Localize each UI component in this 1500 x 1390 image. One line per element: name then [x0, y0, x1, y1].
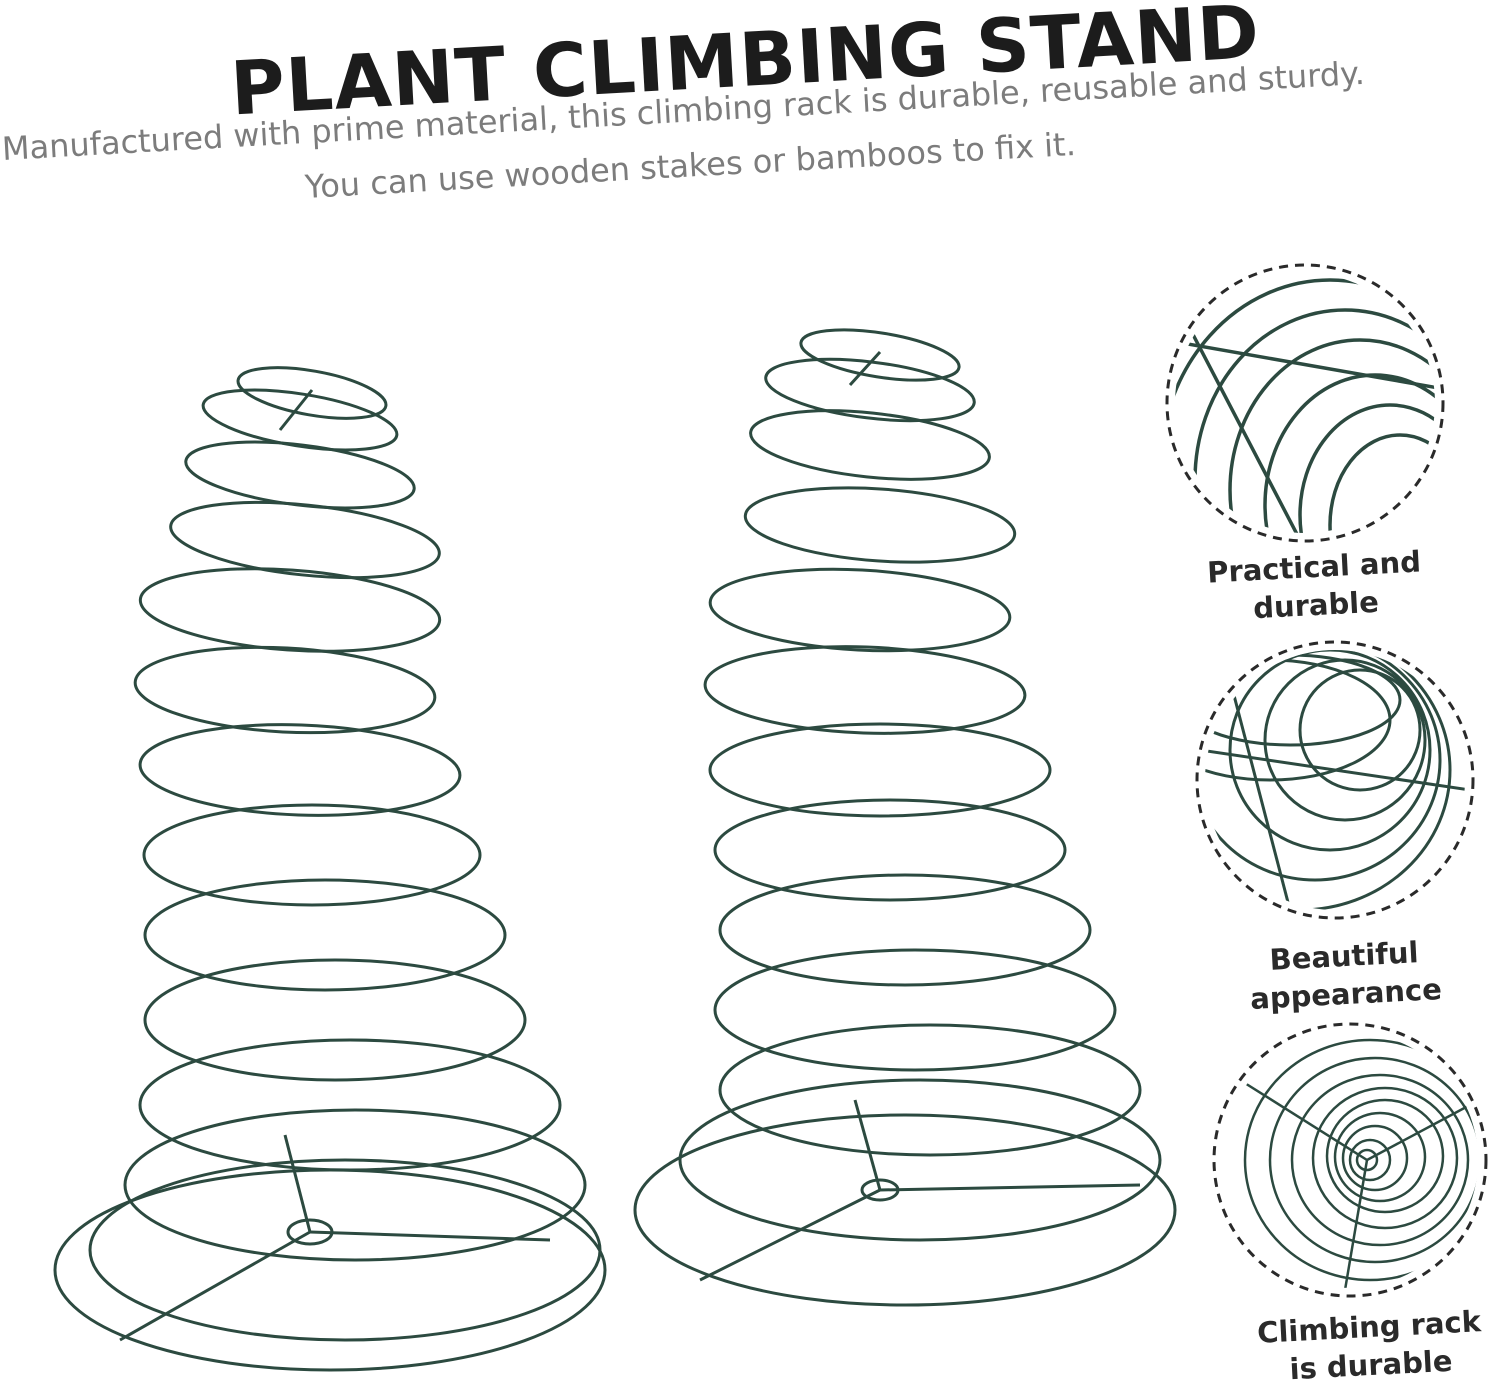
feature-circle-1 — [1165, 263, 1445, 543]
spiral-stand-small — [633, 328, 1177, 1307]
feature-label-climbing: Climbing rack is durable — [1256, 1304, 1482, 1387]
feature-label-beautiful: Beautiful appearance — [1249, 935, 1443, 1016]
feature-circle-2 — [1195, 640, 1475, 920]
spiral-stand-large — [53, 366, 607, 1372]
feature-circle-3 — [1212, 1022, 1488, 1298]
feature-label-practical: Practical and durable — [1206, 544, 1422, 626]
